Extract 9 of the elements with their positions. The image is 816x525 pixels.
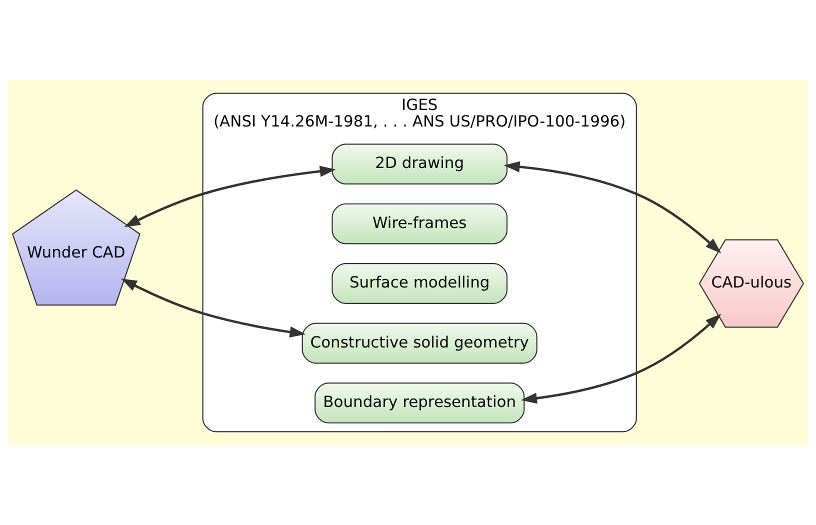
node-box: Wire-frames [332, 203, 508, 244]
arrow [504, 161, 722, 254]
node-box: Constructive solid geometry [302, 322, 538, 364]
arrow [520, 314, 722, 404]
node-box: Boundary representation [314, 382, 525, 424]
node-box: Surface modelling [332, 263, 508, 304]
arrow [124, 166, 336, 228]
arrow [120, 278, 306, 338]
node-box: 2D drawing [332, 144, 508, 185]
